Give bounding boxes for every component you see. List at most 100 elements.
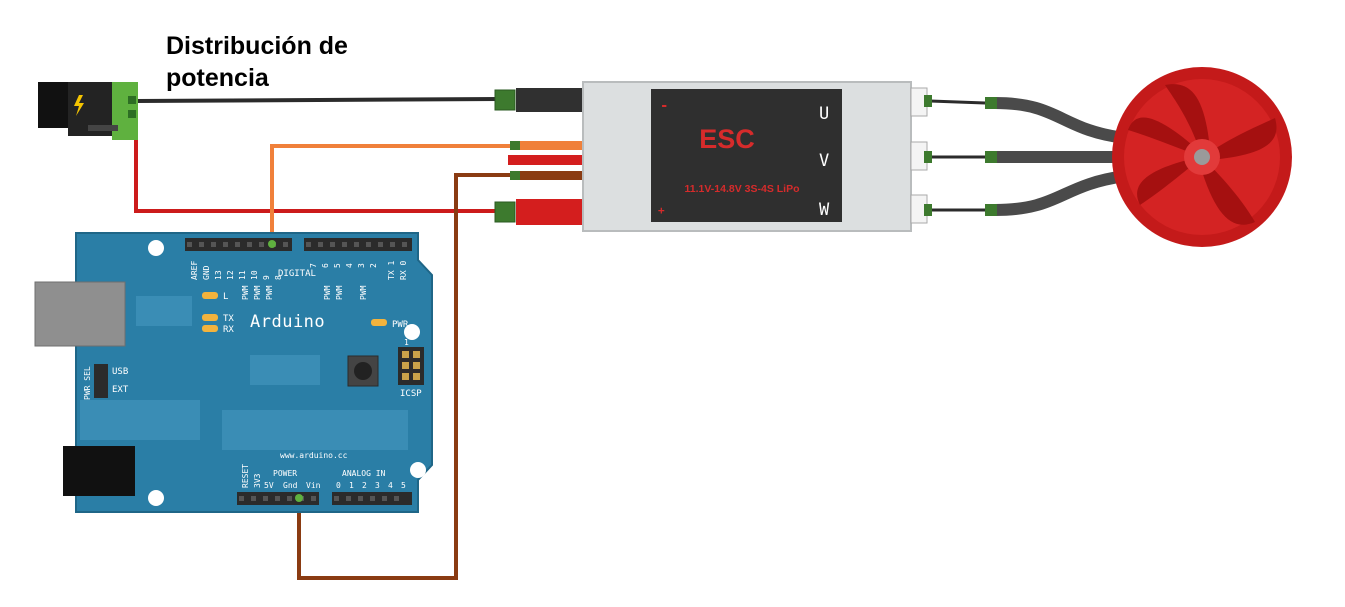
esc-lead-negative (516, 88, 584, 112)
digital-label: DIGITAL (278, 269, 316, 279)
icsp-pin-1: 1 (404, 338, 409, 347)
power-pin-5v: 5V (264, 481, 274, 490)
mounting-hole-right-top (404, 324, 420, 340)
mounting-hole-right-bottom (410, 462, 426, 478)
esc-phase-w: W (819, 200, 830, 220)
icsp-label: ICSP (400, 389, 422, 399)
esc-connector-positive (494, 201, 516, 223)
header-pin (199, 242, 204, 247)
pin-label-3: 3 (357, 263, 366, 268)
gnd-connection (295, 494, 303, 502)
esc-lead-positive (516, 199, 584, 225)
dc-jack (63, 446, 135, 496)
pin-label-2: 2 (369, 263, 378, 268)
motor-spoke-4 (1137, 157, 1202, 205)
icsp-pin (413, 362, 420, 369)
header-pin (287, 496, 292, 501)
header-pin (318, 242, 323, 247)
esc-phase-u: U (819, 104, 829, 124)
pwm-label-5: PWM (335, 285, 344, 300)
power-pin-vin: Vin (306, 481, 321, 490)
motor-connector-v (985, 151, 997, 163)
header-pin (251, 496, 256, 501)
pin-label-4: 4 (345, 263, 354, 268)
esc-plus-sign: + (658, 204, 665, 217)
header-pin (370, 496, 375, 501)
esc-lead-bec-positive (508, 155, 584, 165)
silk-block (136, 296, 192, 326)
header-pin (382, 496, 387, 501)
wire-power-negative (135, 97, 501, 103)
analog-label: ANALOG IN (342, 469, 386, 478)
lightning-icon (74, 95, 84, 116)
pin-label-rx: RX 0 (399, 261, 408, 280)
header-pin (259, 242, 264, 247)
header-pin (275, 496, 280, 501)
mounting-hole-top (148, 240, 164, 256)
header-pin (390, 242, 395, 247)
header-pin (235, 242, 240, 247)
arduino-board: AREF GND 13 12 11 10 9 8 7 6 5 4 3 2 TX … (34, 232, 433, 513)
header-pin (283, 242, 288, 247)
esc-phase-v: V (819, 151, 829, 171)
power-pin-reset: RESET (241, 464, 250, 488)
esc-pin-w (924, 204, 932, 216)
power-label: POWER (273, 469, 297, 478)
motor-spoke-2 (1202, 118, 1277, 160)
icsp-pin (402, 351, 409, 358)
header-pin (378, 242, 383, 247)
header-pin (263, 496, 268, 501)
header-pin (330, 242, 335, 247)
led-rx (202, 325, 218, 332)
esc-pin-signal (510, 141, 520, 150)
esc-pin-u (924, 95, 932, 107)
pin-label-gnd: GND (202, 265, 211, 280)
led-label-rx: RX (223, 325, 234, 335)
silk-block (80, 400, 200, 440)
pin-label-7: 7 (309, 263, 318, 268)
pwr-sel-jumper[interactable] (94, 364, 108, 398)
pin-label-5: 5 (333, 263, 342, 268)
pin-label-aref: AREF (190, 261, 199, 280)
silk-block (250, 355, 320, 385)
pin-label-11: 11 (238, 270, 247, 280)
arduino-brand: Arduino (250, 312, 325, 332)
motor-spoke-5 (1128, 117, 1202, 157)
brushless-motor (1112, 67, 1292, 247)
icsp-pin (413, 351, 420, 358)
header-pin (311, 496, 316, 501)
pin-label-tx: TX 1 (387, 261, 396, 280)
header-pin (394, 496, 399, 501)
header-pins (187, 242, 407, 501)
esc-module: ESC 11.1V-14.8V 3S-4S LiPo - + U V W (494, 81, 997, 232)
header-pin (306, 242, 311, 247)
analog-pin-1: 1 (349, 481, 354, 490)
esc-label: ESC (699, 124, 755, 154)
analog-pin-4: 4 (388, 481, 393, 490)
esc-connector-negative (494, 89, 516, 111)
reset-button-cap[interactable] (354, 362, 372, 380)
pwm-label-10: PWM (253, 285, 262, 300)
header-pin (346, 496, 351, 501)
icsp-pin (402, 373, 409, 380)
icsp-header (398, 347, 424, 385)
ext-select-label: EXT (112, 385, 129, 395)
analog-pin-5: 5 (401, 481, 406, 490)
mounting-hole-bottom (148, 490, 164, 506)
pin-label-10: 10 (250, 270, 259, 280)
diagram-title-line-2: potencia (166, 64, 270, 92)
motor-shaft (1194, 149, 1210, 165)
header-pin (402, 242, 407, 247)
led-label-l: L (223, 292, 228, 302)
esc-lead-ground (520, 171, 584, 180)
motor-spokes (1128, 84, 1277, 225)
usb-select-label: USB (112, 367, 128, 377)
motor-connector-u (985, 97, 997, 109)
pwm-label-9: PWM (265, 285, 274, 300)
header-pin (211, 242, 216, 247)
power-jack-pin-negative (128, 96, 136, 104)
header-pin (334, 496, 339, 501)
header-pin (187, 242, 192, 247)
arduino-website: www.arduino.cc (280, 451, 348, 460)
diagram-title-line-1: Distribución de (166, 32, 348, 60)
